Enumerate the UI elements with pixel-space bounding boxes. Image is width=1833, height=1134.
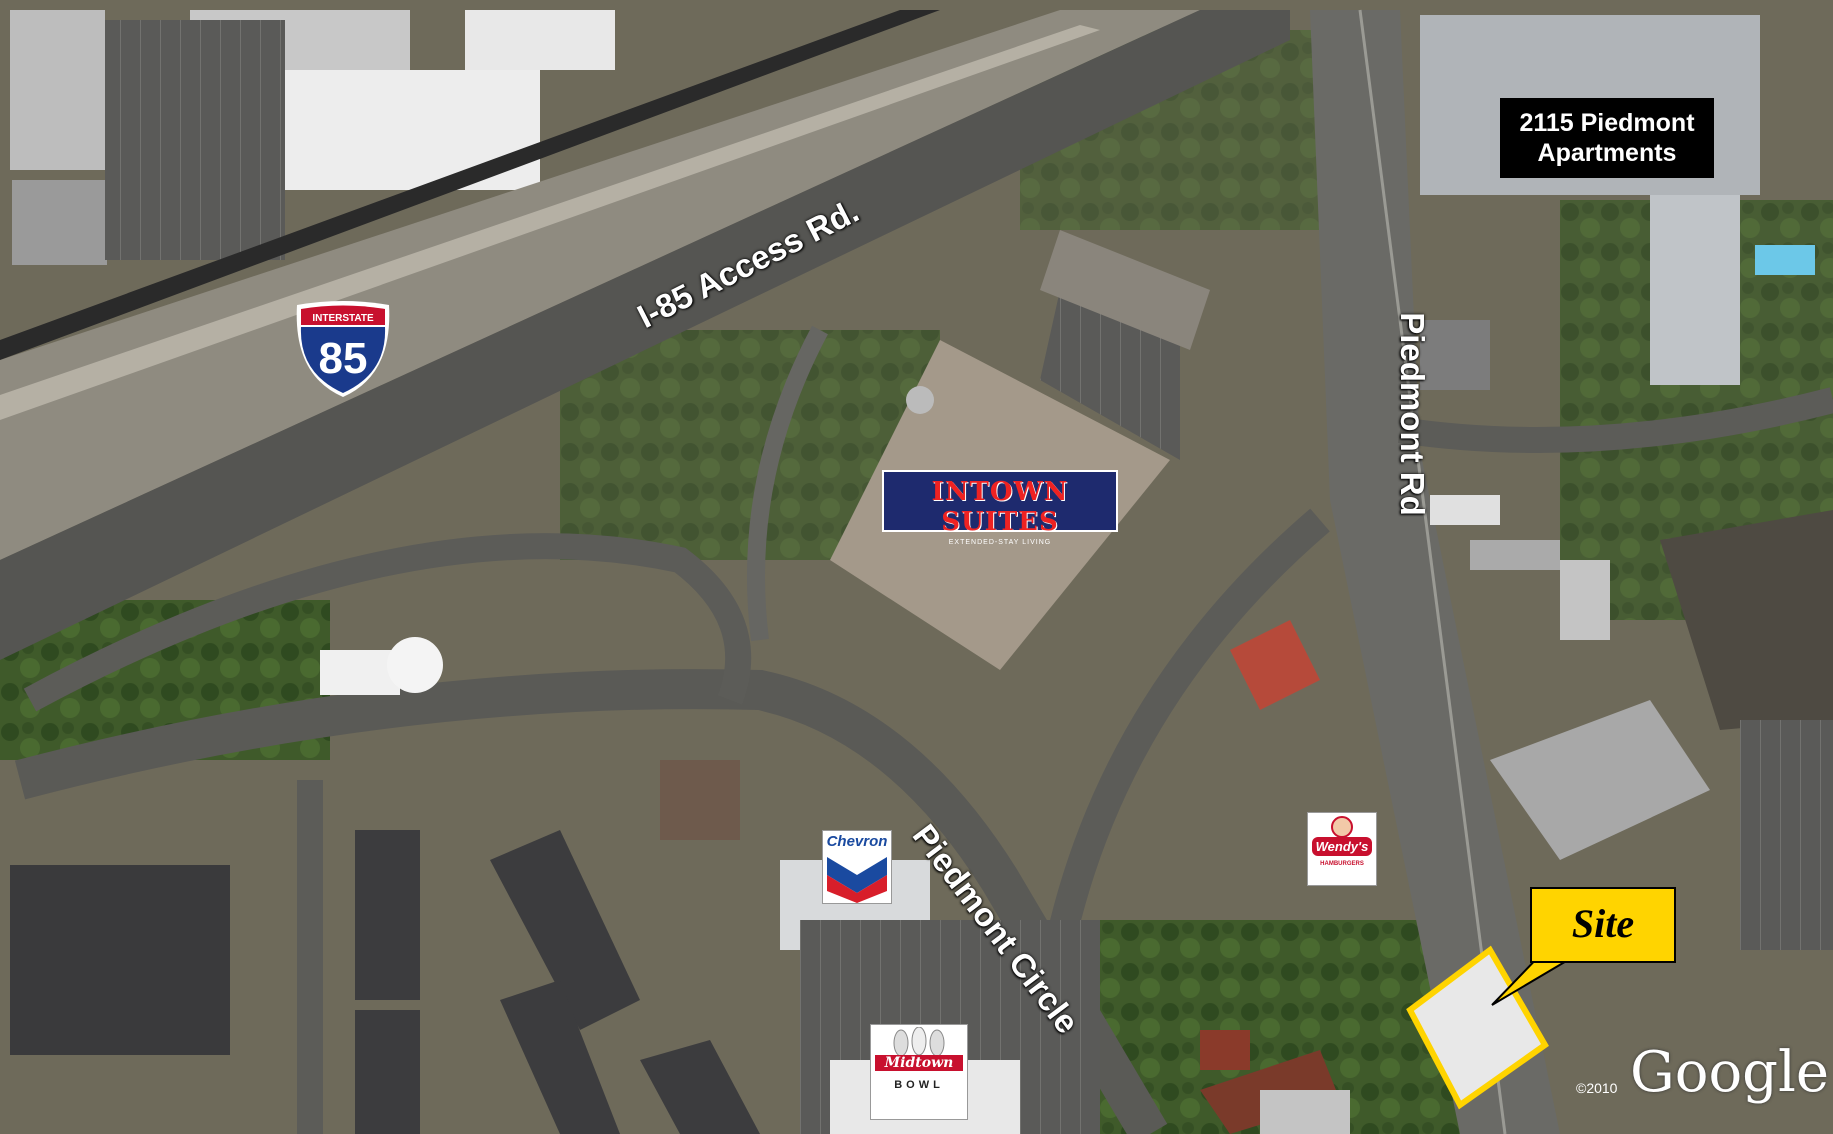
loop-ramp	[23, 533, 752, 712]
building	[465, 10, 615, 70]
apartment-building	[1650, 195, 1740, 385]
apartments-label: 2115 Piedmont Apartments	[1500, 98, 1714, 178]
piedmont-road-centerline	[1358, 9, 1507, 1134]
intown-suites-name: INTOWN SUITES	[931, 477, 1069, 537]
apartments-label-line2: Apartments	[1537, 139, 1677, 167]
parking-lot	[105, 20, 285, 260]
piedmont-road-label: Piedmont Rd	[1393, 312, 1431, 516]
building	[1420, 320, 1490, 390]
building	[1430, 495, 1500, 525]
residential-building	[355, 1010, 420, 1134]
residential-building	[10, 865, 230, 1055]
ramp-road	[747, 325, 828, 642]
access-road	[0, 10, 1290, 660]
chevron-logo: Chevron	[822, 830, 892, 904]
midtown-bowl-logo: Midtown BOWL	[870, 1024, 968, 1120]
chevron-stripes-icon	[827, 857, 887, 903]
building	[1470, 540, 1560, 570]
residential-building	[490, 830, 640, 1030]
residential-building	[355, 830, 420, 1000]
building	[1490, 700, 1710, 860]
google-watermark: Google	[1630, 1040, 1830, 1105]
hotel-parking	[1040, 290, 1180, 460]
building	[1260, 1090, 1350, 1134]
midtown-bowl-word: BOWL	[894, 1079, 944, 1091]
shield-number-text: 85	[319, 334, 368, 383]
highway-shoulder	[0, 10, 940, 360]
interstate-85-shield: INTERSTATE 85	[296, 301, 390, 397]
restaurant-building	[1230, 620, 1320, 710]
bowling-pins-icon	[893, 1027, 945, 1057]
building	[387, 637, 443, 693]
wendys-girl-icon	[1331, 816, 1353, 838]
parking-lot	[1740, 720, 1833, 950]
highway-median	[0, 25, 1100, 420]
hotel-building	[1040, 230, 1210, 350]
intown-suites-logo: INTOWN SUITES EXTENDED-STAY LIVING	[882, 470, 1118, 546]
wendys-logo: Wendy's HAMBURGERS	[1307, 812, 1377, 886]
building	[1560, 560, 1610, 640]
side-road	[1398, 387, 1833, 453]
wendys-tagline: HAMBURGERS	[1320, 861, 1364, 867]
swimming-pool	[1755, 245, 1815, 275]
fountain	[906, 386, 934, 414]
building	[660, 760, 740, 840]
wendys-wordmark: Wendy's	[1312, 837, 1372, 856]
apartments-label-line1: 2115 Piedmont	[1519, 109, 1695, 137]
site-callout: Site	[1530, 887, 1676, 963]
intown-suites-tagline: EXTENDED-STAY LIVING	[948, 539, 1052, 546]
residential-building	[640, 1040, 760, 1134]
shield-top-text: INTERSTATE	[312, 313, 374, 324]
residential-building	[500, 980, 620, 1134]
building	[10, 10, 105, 170]
map-copyright: ©2010	[1576, 1080, 1618, 1096]
building	[320, 650, 400, 695]
piedmont-road	[1310, 10, 1560, 1134]
building	[1660, 510, 1833, 730]
midtown-bowl-name: Midtown	[875, 1055, 963, 1071]
piedmont-circle-road	[14, 669, 1168, 1134]
chevron-wordmark: Chevron	[826, 833, 888, 850]
building	[1200, 1030, 1250, 1070]
building	[12, 180, 107, 265]
